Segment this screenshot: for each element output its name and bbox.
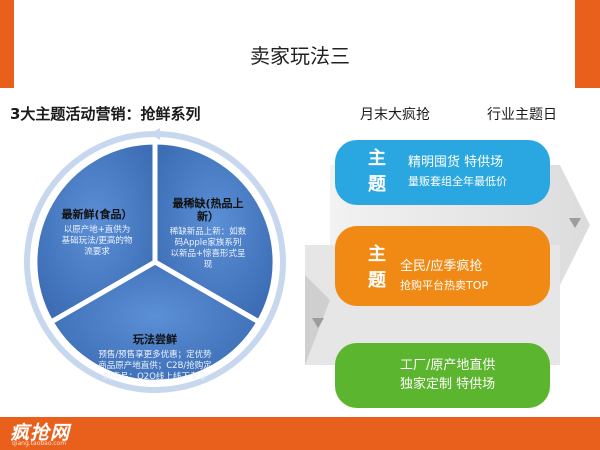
mid-heading: 月末大疯抢: [360, 107, 430, 123]
band-orange-line2: 抢购平台热卖TOP: [400, 279, 489, 292]
band-orange-line1: 全民/应季疯抢: [400, 259, 483, 274]
segment-right-text: 最稀缺(热品上 新） 稀缺新品上新：如数 码Apple家族系列 以新品+惊喜形式…: [158, 197, 258, 271]
accent-bar-left: [0, 0, 14, 88]
brand-url: qiang.taobao.com: [12, 440, 67, 447]
accent-bar-right: [575, 0, 600, 88]
chevron-down-icon: [569, 218, 581, 228]
band-blue: [335, 140, 550, 205]
band-orange-key: 主 题: [368, 244, 386, 291]
left-heading: 3大主题活动营销：抢鲜系列: [10, 105, 201, 123]
right-heading: 行业主题日: [487, 107, 557, 123]
band-blue-key: 主 题: [368, 148, 386, 195]
band-blue-line2: 量贩套组全年最低价: [408, 175, 507, 188]
band-blue-text: 精明囤货 特供场 量贩套组全年最低价: [408, 153, 507, 191]
segment-right-title: 最稀缺(热品上 新）: [172, 197, 244, 223]
band-orange-text: 全民/应季疯抢 抢购平台热卖TOP: [400, 257, 488, 295]
footer-bar: [0, 417, 600, 450]
brand-logo: 疯抢网: [10, 422, 71, 444]
band-blue-line1: 精明囤货 特供场: [408, 155, 504, 170]
band-green-line2: 独家定制 特供场: [400, 377, 496, 392]
segment-left-title: 最新鲜(食品）: [61, 208, 133, 221]
segment-bottom-text: 玩法尝鲜 预售/预售享更多优惠；定优势 商品原产地直供；C2B/抢购定 制商品；…: [70, 333, 240, 383]
cycle-segment-left: [32, 139, 158, 326]
segment-right-body: 稀缺新品上新：如数 码Apple家族系列 以新品+惊喜形式呈 现: [169, 227, 247, 270]
slide-title: 卖家玩法三: [250, 44, 350, 68]
band-orange: [335, 226, 550, 306]
band-green-text: 工厂/原产地直供 独家定制 特供场: [400, 356, 495, 394]
segment-left-body: 以原产地+直供为 基础玩法/更高的物 流要求: [61, 225, 133, 257]
segment-bottom-title: 玩法尝鲜: [133, 333, 177, 346]
chevron-down-icon: [312, 318, 324, 328]
cycle-arrow-top: [150, 128, 160, 140]
segment-left-text: 最新鲜(食品） 以原产地+直供为 基础玩法/更高的物 流要求: [42, 208, 152, 258]
band-green: [335, 343, 550, 408]
band-green-line1: 工厂/原产地直供: [400, 358, 496, 373]
segment-bottom-body: 预售/预售享更多优惠；定优势 商品原产地直供；C2B/抢购定 制商品；O2O线上…: [98, 350, 212, 382]
